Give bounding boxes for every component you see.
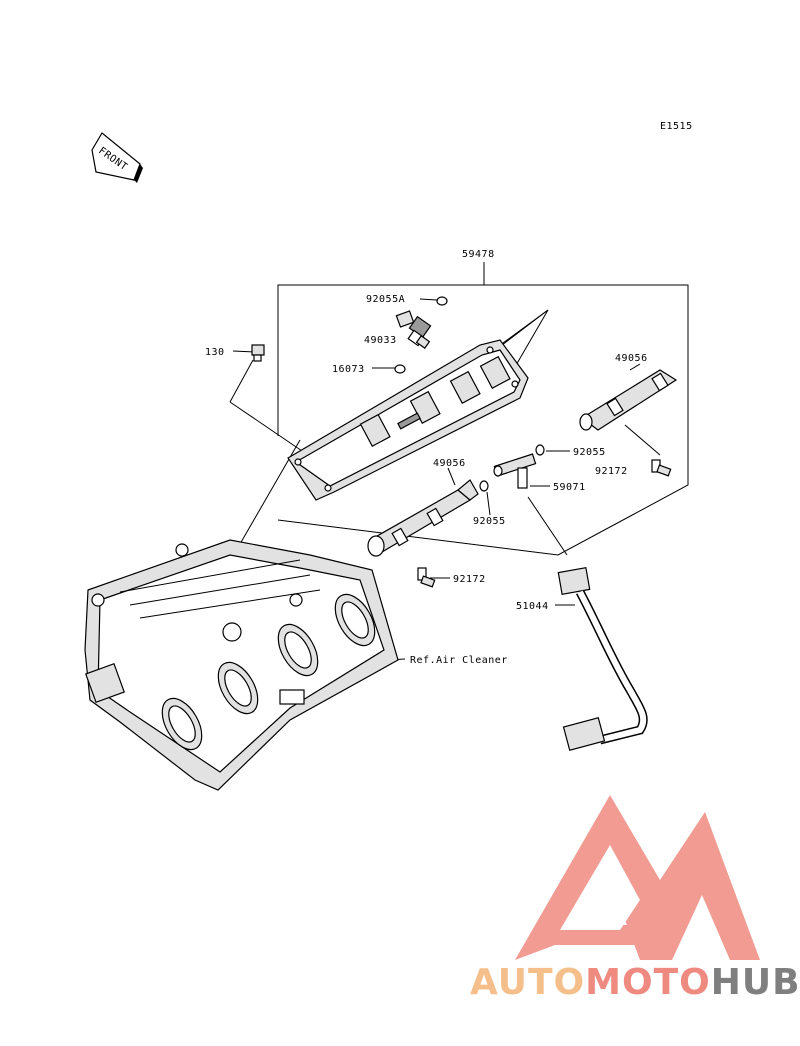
fuel-hose-51044-icon — [557, 567, 648, 751]
bolt-130-icon — [251, 344, 265, 362]
label-92055a: 92055A — [366, 294, 405, 305]
bolt-92172-right-icon — [651, 459, 672, 477]
o-ring-92055-left-icon — [479, 480, 489, 492]
label-59071: 59071 — [553, 482, 586, 493]
t-joint-59071-icon — [493, 453, 537, 489]
o-ring-92055a-icon — [436, 296, 448, 306]
label-16073: 16073 — [332, 364, 365, 375]
sensor-49033-icon — [395, 310, 432, 349]
label-ref-air-cleaner: Ref.Air Cleaner — [410, 655, 508, 666]
front-arrow-icon: FRONT — [91, 132, 143, 183]
label-92172-right: 92172 — [595, 466, 628, 477]
watermark-hub: HUB — [710, 962, 800, 1003]
o-ring-92055-right-icon — [535, 444, 545, 456]
bolt-92172-left-icon — [417, 567, 436, 588]
washer-16073-icon — [394, 364, 406, 374]
assembly-label: 59478 — [462, 249, 495, 260]
label-49033: 49033 — [364, 335, 397, 346]
injector-housing-icon — [287, 339, 529, 501]
label-49056-left: 49056 — [433, 458, 466, 469]
watermark-logo-icon — [515, 795, 760, 960]
label-51044: 51044 — [516, 601, 549, 612]
assembly-bracket — [277, 262, 689, 556]
label-130: 130 — [205, 347, 225, 358]
watermark-brand: AUTOMOTOHUB — [470, 962, 800, 1003]
fuel-pipe-49056-right-icon — [579, 369, 678, 431]
watermark-moto: MOTO — [585, 962, 711, 1003]
watermark-auto: AUTO — [470, 962, 586, 1003]
fuel-pipe-49056-left-icon — [367, 479, 479, 557]
diagram-code: E1515 — [660, 121, 693, 132]
label-92172-left: 92172 — [453, 574, 486, 585]
air-cleaner-cover-icon — [84, 539, 399, 791]
label-92055-left: 92055 — [473, 516, 506, 527]
label-92055-right: 92055 — [573, 447, 606, 458]
label-49056-right: 49056 — [615, 353, 648, 364]
